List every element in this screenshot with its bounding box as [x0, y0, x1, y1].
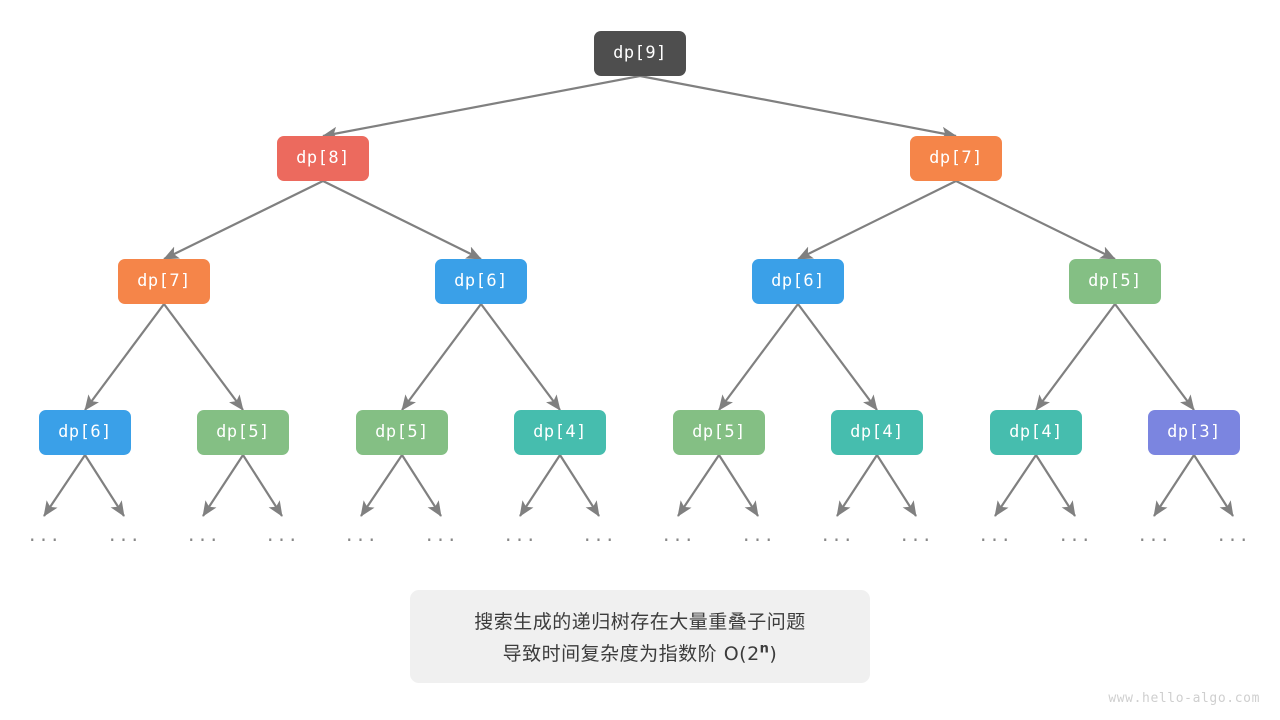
- tree-edge: [876, 454, 917, 517]
- tree-edge: [322, 74, 641, 140]
- tree-edge: [84, 454, 125, 517]
- tree-edge: [994, 454, 1037, 517]
- tree-edge: [84, 303, 165, 411]
- node-dp4-b[interactable]: dp[4]: [831, 409, 923, 455]
- tree-edge: [718, 303, 799, 411]
- node-label: dp[3]: [1167, 422, 1221, 442]
- ellipsis-marker: ...: [503, 526, 537, 546]
- node-dp6-b[interactable]: dp[6]: [752, 258, 844, 304]
- node-dp7[interactable]: dp[7]: [910, 135, 1002, 181]
- node-label: dp[5]: [1088, 271, 1142, 291]
- node-label: dp[9]: [613, 43, 667, 63]
- ellipsis-marker: ...: [661, 526, 695, 546]
- node-label: dp[6]: [454, 271, 508, 291]
- node-dp5-d[interactable]: dp[5]: [673, 409, 765, 455]
- tree-edge: [955, 180, 1116, 260]
- ellipsis-marker: ...: [186, 526, 220, 546]
- tree-edge: [480, 303, 561, 411]
- node-label: dp[8]: [296, 148, 350, 168]
- node-label: dp[4]: [1009, 422, 1063, 442]
- tree-edge: [163, 303, 244, 411]
- node-dp7-a[interactable]: dp[7]: [118, 258, 210, 304]
- ellipsis-marker: ...: [1137, 526, 1171, 546]
- ellipsis-marker: ...: [265, 526, 299, 546]
- node-dp5-b[interactable]: dp[5]: [197, 409, 289, 455]
- ellipsis-marker: ...: [27, 526, 61, 546]
- ellipsis-marker: ...: [424, 526, 458, 546]
- caption-line-2: 导致时间复杂度为指数阶 O(2n): [503, 639, 778, 666]
- tree-edge: [43, 454, 86, 517]
- node-label: dp[5]: [375, 422, 429, 442]
- tree-edge: [1035, 454, 1076, 517]
- node-dp5-a[interactable]: dp[5]: [1069, 258, 1161, 304]
- node-label: dp[5]: [692, 422, 746, 442]
- tree-edge: [322, 180, 482, 260]
- ellipsis-marker: ...: [107, 526, 141, 546]
- tree-edge: [360, 454, 403, 517]
- tree-edge: [401, 454, 442, 517]
- node-dp6-c[interactable]: dp[6]: [39, 409, 131, 455]
- node-dp4-c[interactable]: dp[4]: [990, 409, 1082, 455]
- node-label: dp[6]: [771, 271, 825, 291]
- ellipsis-marker: ...: [1216, 526, 1250, 546]
- node-dp3[interactable]: dp[3]: [1148, 409, 1240, 455]
- node-label: dp[4]: [850, 422, 904, 442]
- node-dp6-a[interactable]: dp[6]: [435, 258, 527, 304]
- node-dp4-a[interactable]: dp[4]: [514, 409, 606, 455]
- tree-edge: [401, 303, 482, 411]
- tree-edge: [797, 303, 878, 411]
- caption-line-1: 搜索生成的递归树存在大量重叠子问题: [474, 611, 806, 633]
- caption-complexity-suffix: ): [769, 643, 778, 665]
- ellipsis-marker: ...: [1058, 526, 1092, 546]
- node-dp5-c[interactable]: dp[5]: [356, 409, 448, 455]
- node-label: dp[6]: [58, 422, 112, 442]
- tree-edge: [202, 454, 244, 517]
- tree-edge: [677, 454, 720, 517]
- tree-edge: [718, 454, 759, 517]
- node-label: dp[5]: [216, 422, 270, 442]
- node-label: dp[7]: [137, 271, 191, 291]
- tree-edge: [1193, 454, 1234, 517]
- tree-edge: [519, 454, 561, 517]
- ellipsis-marker: ...: [582, 526, 616, 546]
- node-label: dp[7]: [929, 148, 983, 168]
- node-dp8[interactable]: dp[8]: [277, 135, 369, 181]
- tree-edge: [639, 74, 957, 140]
- ellipsis-marker: ...: [344, 526, 378, 546]
- tree-edge: [1035, 303, 1116, 411]
- ellipsis-marker: ...: [820, 526, 854, 546]
- ellipsis-marker: ...: [741, 526, 775, 546]
- node-label: dp[4]: [533, 422, 587, 442]
- tree-edge: [1153, 454, 1195, 517]
- caption-complexity-prefix: 导致时间复杂度为指数阶 O(2: [502, 643, 760, 665]
- tree-edge: [1114, 303, 1195, 411]
- ellipsis-marker: ...: [978, 526, 1012, 546]
- tree-edge: [163, 180, 324, 260]
- caption-complexity-exponent: n: [759, 641, 770, 657]
- node-dp9[interactable]: dp[9]: [594, 30, 686, 76]
- tree-edge: [242, 454, 283, 517]
- caption-box: 搜索生成的递归树存在大量重叠子问题 导致时间复杂度为指数阶 O(2n): [410, 590, 870, 683]
- tree-edge: [836, 454, 878, 517]
- ellipsis-marker: ...: [899, 526, 933, 546]
- tree-edge: [797, 180, 957, 260]
- watermark: www.hello-algo.com: [1108, 691, 1260, 706]
- tree-edge: [559, 454, 600, 517]
